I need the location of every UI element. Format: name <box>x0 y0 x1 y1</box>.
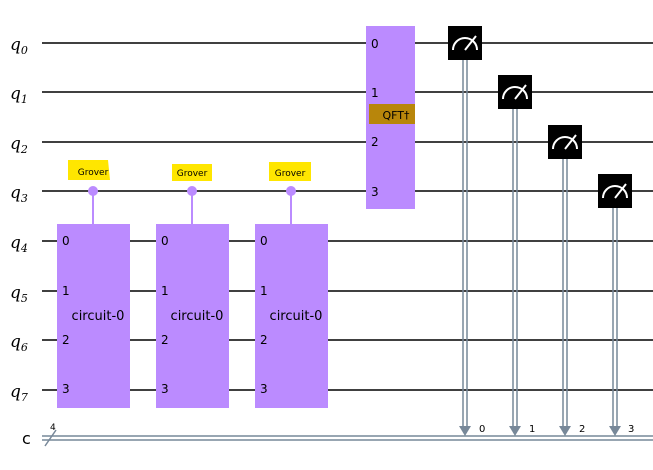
control-dot <box>187 186 197 196</box>
qubit-label: q2 <box>10 134 28 156</box>
gate-port-0: 0 <box>371 37 379 51</box>
classical-register: c 4 <box>22 423 653 448</box>
gate-port-1: 1 <box>62 284 70 298</box>
measure-bit-label: 3 <box>628 424 634 435</box>
control-label: Grover <box>275 169 306 179</box>
gate-box[interactable] <box>255 224 328 408</box>
gate-port-0: 0 <box>62 234 70 248</box>
meter-needle-icon <box>614 183 627 199</box>
controlled-gate-3[interactable]: Grover 0 1 2 3 circuit-0 <box>255 162 328 408</box>
gate-port-3: 3 <box>371 185 379 199</box>
meter-needle-icon <box>514 84 527 100</box>
gate-label: circuit-0 <box>270 309 323 324</box>
qubit-row-0: q0 <box>10 35 653 57</box>
gate-label: circuit-0 <box>72 309 125 324</box>
qubit-label: q3 <box>10 183 28 205</box>
meter-box[interactable] <box>598 174 632 208</box>
control-dot <box>88 186 98 196</box>
gate-port-2: 2 <box>161 333 169 347</box>
meter-arc-icon <box>502 86 528 100</box>
control-label-highlight <box>68 160 110 180</box>
gate-port-3: 3 <box>260 382 268 396</box>
meter-box[interactable] <box>548 125 582 159</box>
qubit-row-6: q6 <box>10 332 653 354</box>
qubit-label: q4 <box>10 233 28 255</box>
meter-box[interactable] <box>448 26 482 60</box>
measure-bit-label: 1 <box>529 424 535 435</box>
qubit-row-5: q5 <box>10 283 653 305</box>
qubit-row-3: q3 <box>10 183 653 205</box>
gate-port-1: 1 <box>371 86 379 100</box>
gate-port-3: 3 <box>161 382 169 396</box>
gate-port-2: 2 <box>371 135 379 149</box>
qubit-label: q1 <box>10 84 28 106</box>
measurement-3[interactable]: 3 <box>598 174 634 436</box>
meter-needle-icon <box>464 35 477 51</box>
register-size-label: 4 <box>50 423 56 433</box>
meter-arc-icon <box>452 37 478 51</box>
measure-arrow <box>559 426 571 436</box>
qubit-label: q7 <box>10 382 28 404</box>
control-label: Grover <box>177 169 208 179</box>
gate-box[interactable] <box>57 224 130 408</box>
qubit-wires: q0 q1 q2 q3 <box>10 35 653 404</box>
gate-port-1: 1 <box>161 284 169 298</box>
gate-port-2: 2 <box>260 333 268 347</box>
gate-port-0: 0 <box>260 234 268 248</box>
qubit-label: q5 <box>10 283 28 305</box>
qubit-row-7: q7 <box>10 382 653 404</box>
register-size-slash <box>44 429 57 447</box>
qubit-label: q6 <box>10 332 28 354</box>
measure-arrow <box>609 426 621 436</box>
qubit-row-1: q1 <box>10 84 653 106</box>
classical-register-label: c <box>22 429 31 448</box>
qft-label-highlight <box>369 104 415 124</box>
gate-box[interactable] <box>156 224 229 408</box>
qubit-row-4: q4 <box>10 233 653 255</box>
meter-arc-icon <box>552 136 578 150</box>
control-label-highlight <box>269 162 311 181</box>
controlled-gate-1[interactable]: Grover 0 1 2 3 circuit-0 <box>57 160 130 408</box>
measure-bit-label: 2 <box>579 424 585 435</box>
control-label-highlight <box>172 164 212 181</box>
gate-label: circuit-0 <box>171 309 224 324</box>
meter-arc-icon <box>602 185 628 199</box>
gate-port-2: 2 <box>62 333 70 347</box>
controlled-gate-2[interactable]: Grover 0 1 2 3 circuit-0 <box>156 164 229 408</box>
measurement-1[interactable]: 1 <box>498 75 535 436</box>
qft-dagger-gate[interactable]: QFT† 0 1 2 3 <box>366 26 415 209</box>
measurement-0[interactable]: 0 <box>448 26 485 436</box>
gate-port-1: 1 <box>260 284 268 298</box>
gate-port-3: 3 <box>62 382 70 396</box>
measure-arrow <box>509 426 521 436</box>
gate-port-0: 0 <box>161 234 169 248</box>
meter-needle-icon <box>564 134 577 150</box>
measure-bit-label: 0 <box>479 424 485 435</box>
measurement-2[interactable]: 2 <box>548 125 585 436</box>
control-dot <box>286 186 296 196</box>
measure-arrow <box>459 426 471 436</box>
qubit-label: q0 <box>10 35 28 57</box>
control-label: Grover <box>78 168 109 178</box>
gate-label: QFT† <box>382 109 410 122</box>
meter-box[interactable] <box>498 75 532 109</box>
